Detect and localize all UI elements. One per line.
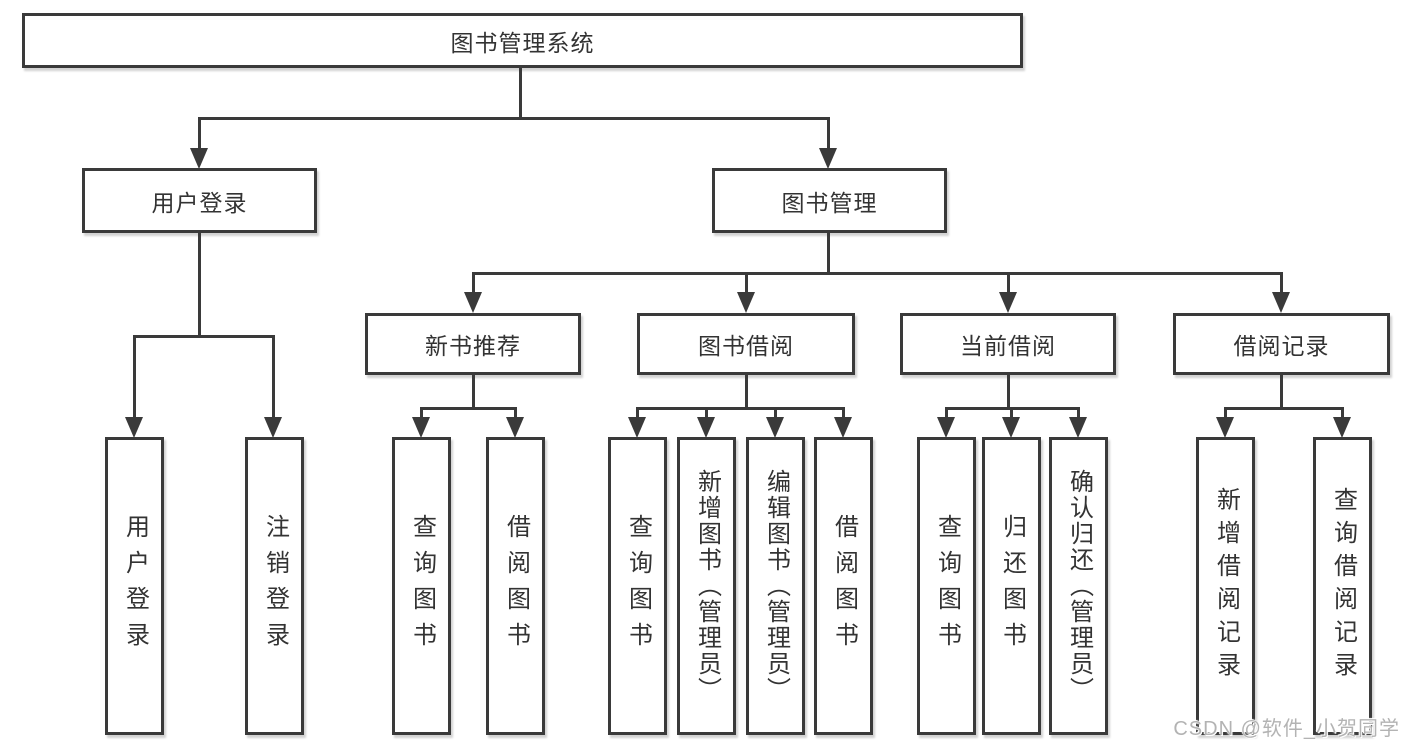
arrowhead-down [937, 417, 955, 438]
leaf-recommend-borrow-book-label: 借阅图书 [502, 514, 530, 658]
connector-line [272, 335, 275, 419]
connector-line [827, 117, 830, 150]
connector-line [133, 335, 136, 419]
node-current-borrow-label: 当前借阅 [960, 333, 1056, 359]
connector-line [198, 117, 830, 120]
connector-line [636, 407, 845, 410]
connector-line [774, 407, 777, 419]
arrowhead-down [999, 292, 1017, 313]
leaf-record-add: 新增借阅记录 [1196, 437, 1255, 735]
node-current-borrow: 当前借阅 [900, 313, 1116, 375]
leaf-recommend-borrow-book: 借阅图书 [486, 437, 545, 735]
leaf-record-query-label: 查询借阅记录 [1329, 487, 1357, 685]
leaf-record-add-label: 新增借阅记录 [1212, 487, 1240, 685]
node-new-book-recommend: 新书推荐 [365, 313, 581, 375]
arrowhead-down [190, 148, 208, 169]
connector-line [514, 407, 517, 419]
connector-line [133, 335, 275, 338]
leaf-borrow-edit-book-admin-label: 编辑图书（管理员） [762, 469, 790, 703]
node-book-borrow-label: 图书借阅 [698, 333, 794, 359]
arrowhead-down [1272, 292, 1290, 313]
leaf-borrow-query-book: 查询图书 [608, 437, 667, 735]
leaf-logout: 注销登录 [245, 437, 304, 735]
connector-line [842, 407, 845, 419]
leaf-current-confirm-return-admin: 确认归还（管理员） [1049, 437, 1108, 735]
connector-line [472, 272, 475, 294]
leaf-logout-label: 注销登录 [261, 514, 289, 658]
arrowhead-down [628, 417, 646, 438]
connector-line [198, 117, 201, 150]
arrowhead-down [506, 417, 524, 438]
leaf-borrow-add-book-admin-label: 新增图书（管理员） [693, 469, 721, 703]
arrowhead-down [1002, 417, 1020, 438]
connector-line [705, 407, 708, 419]
arrowhead-down [1216, 417, 1234, 438]
node-library-system: 图书管理系统 [22, 13, 1023, 68]
node-borrow-record: 借阅记录 [1173, 313, 1390, 375]
node-book-management: 图书管理 [712, 168, 947, 233]
connector-line [1341, 407, 1344, 419]
leaf-current-return-book: 归还图书 [982, 437, 1041, 735]
connector-line [420, 407, 423, 419]
connector-line [1280, 272, 1283, 294]
connector-line [472, 375, 475, 410]
leaf-current-query-book: 查询图书 [917, 437, 976, 735]
leaf-current-return-book-label: 归还图书 [998, 514, 1026, 658]
connector-line [1280, 375, 1283, 410]
leaf-current-query-book-label: 查询图书 [933, 514, 961, 658]
node-new-book-recommend-label: 新书推荐 [425, 333, 521, 359]
arrowhead-down [1069, 417, 1087, 438]
leaf-borrow-borrow-book-label: 借阅图书 [830, 514, 858, 658]
connector-line [827, 233, 830, 275]
leaf-borrow-add-book-admin: 新增图书（管理员） [677, 437, 736, 735]
connector-line [1224, 407, 1227, 419]
arrowhead-down [819, 148, 837, 169]
node-user-login: 用户登录 [82, 168, 317, 233]
leaf-borrow-borrow-book: 借阅图书 [814, 437, 873, 735]
connector-line [1224, 407, 1344, 410]
arrowhead-down [125, 417, 143, 438]
node-borrow-record-label: 借阅记录 [1233, 333, 1330, 359]
connector-line [636, 407, 639, 419]
leaf-recommend-query-book-label: 查询图书 [408, 514, 436, 658]
leaf-current-confirm-return-admin-label: 确认归还（管理员） [1065, 469, 1093, 703]
leaf-recommend-query-book: 查询图书 [392, 437, 451, 735]
connector-line [1010, 407, 1013, 419]
arrowhead-down [464, 292, 482, 313]
leaf-user-login: 用户登录 [105, 437, 164, 735]
arrowhead-down [264, 417, 282, 438]
leaf-record-query: 查询借阅记录 [1313, 437, 1372, 735]
leaf-borrow-query-book-label: 查询图书 [624, 514, 652, 658]
connector-line [1007, 375, 1010, 410]
connector-line [472, 272, 1282, 275]
arrowhead-down [737, 292, 755, 313]
connector-line [519, 68, 522, 119]
connector-line [420, 407, 516, 410]
arrowhead-down [766, 417, 784, 438]
arrowhead-down [1333, 417, 1351, 438]
csdn-watermark: CSDN @软件_小贺同学 [1173, 718, 1400, 740]
node-library-system-label: 图书管理系统 [450, 29, 595, 56]
connector-line [945, 407, 948, 419]
arrowhead-down [834, 417, 852, 438]
arrowhead-down [697, 417, 715, 438]
node-book-management-label: 图书管理 [781, 189, 878, 216]
leaf-borrow-edit-book-admin: 编辑图书（管理员） [746, 437, 805, 735]
connector-line [745, 375, 748, 410]
leaf-user-login-label: 用户登录 [121, 514, 149, 658]
connector-line [198, 233, 201, 338]
connector-line [1077, 407, 1080, 419]
connector-line [745, 272, 748, 294]
node-user-login-label: 用户登录 [151, 189, 248, 216]
node-book-borrow: 图书借阅 [637, 313, 855, 375]
arrowhead-down [412, 417, 430, 438]
connector-line [1007, 272, 1010, 294]
